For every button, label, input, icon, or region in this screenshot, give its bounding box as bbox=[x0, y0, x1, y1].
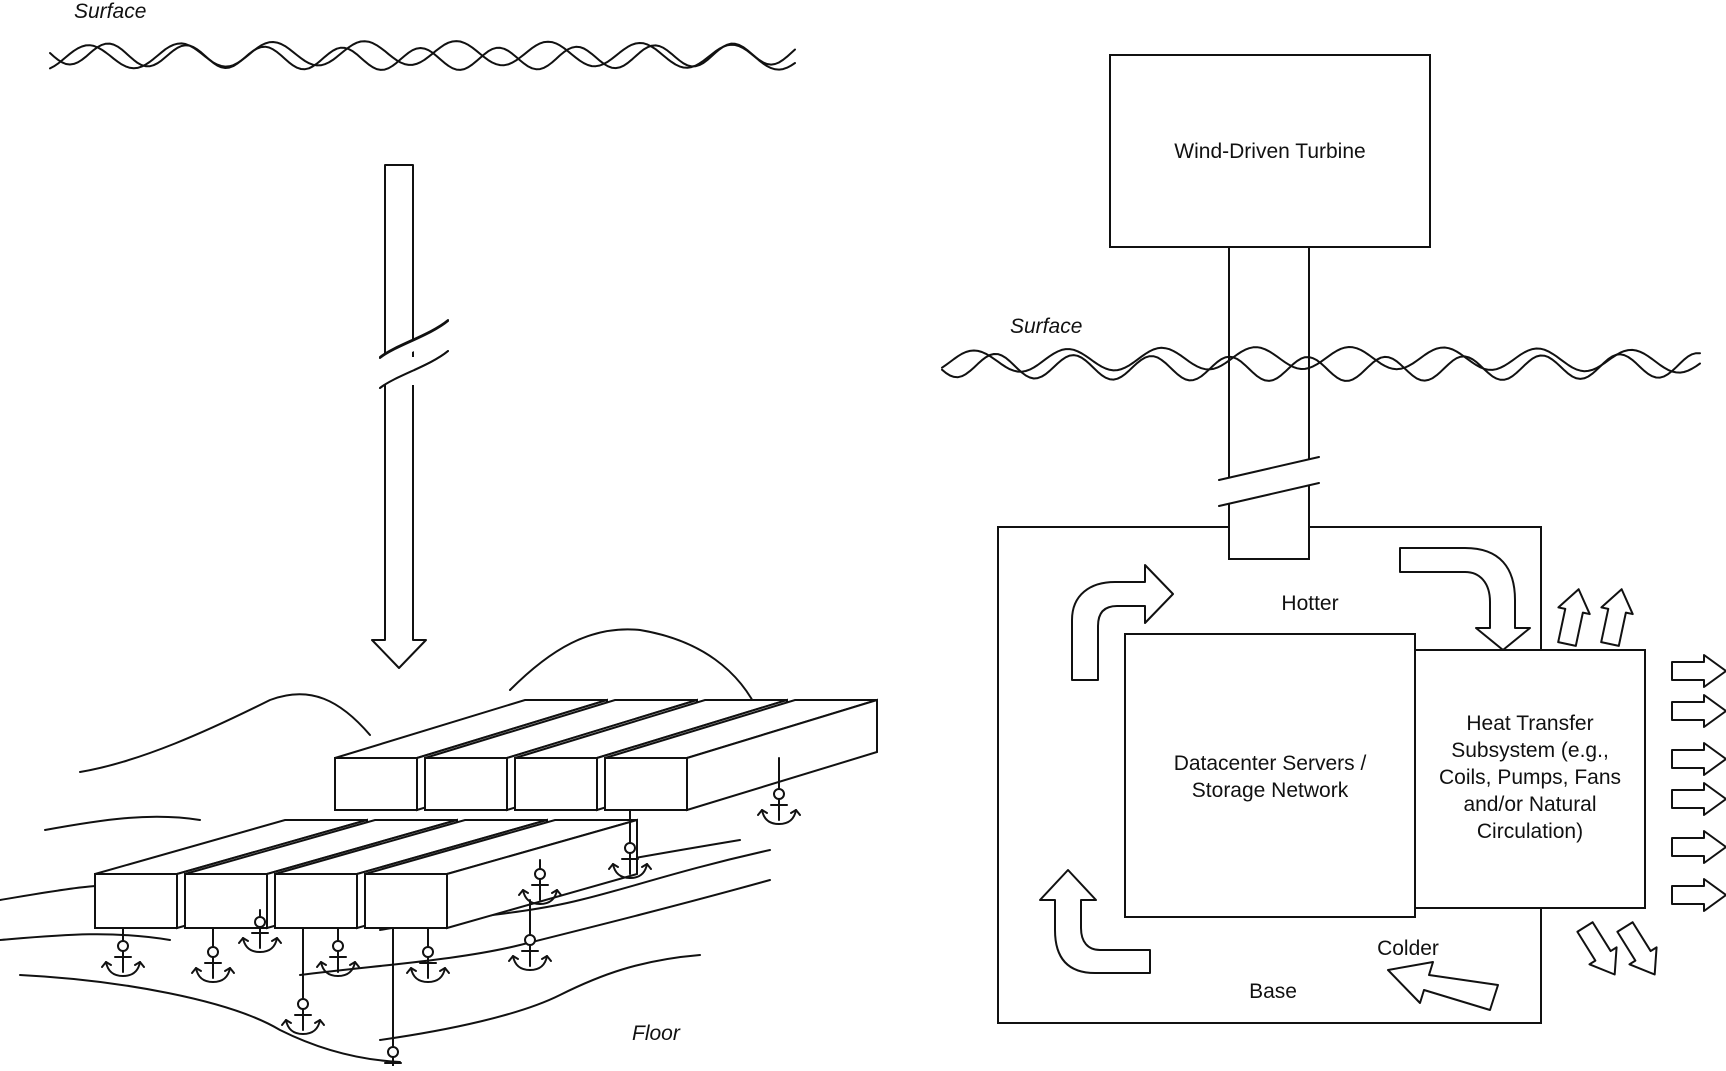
heat-arrow-right-1 bbox=[1671, 654, 1726, 688]
right-surface-label: Surface bbox=[1010, 315, 1082, 338]
flow-arrow-top-right bbox=[1399, 547, 1531, 651]
turbine-box bbox=[1109, 54, 1431, 248]
right-wave-line-1 bbox=[941, 352, 1701, 382]
turbine-tower bbox=[1218, 246, 1320, 560]
anchor-back-2 bbox=[608, 809, 652, 879]
left-panel-seafloor-array: Surface Floor bbox=[0, 0, 878, 1071]
descent-arrow bbox=[371, 164, 449, 669]
heat-transfer-line-5: Circulation) bbox=[1477, 820, 1583, 843]
servers-label-line-2: Storage Network bbox=[1192, 779, 1349, 802]
anchor-front-7 bbox=[508, 899, 552, 971]
right-wave-line-2 bbox=[941, 346, 1701, 374]
servers-label-line-1: Datacenter Servers / bbox=[1174, 752, 1367, 775]
anchor-front-5 bbox=[372, 927, 414, 1071]
datacenter-modules bbox=[94, 698, 878, 930]
anchor-front-4 bbox=[316, 927, 360, 977]
anchor-back-3 bbox=[518, 859, 562, 905]
heat-arrow-down-2 bbox=[1616, 921, 1658, 976]
left-wave-line-2 bbox=[49, 40, 796, 71]
turbine-label: Wind-Driven Turbine bbox=[1174, 140, 1365, 163]
left-floor-label: Floor bbox=[632, 1022, 681, 1045]
servers-box bbox=[1124, 633, 1416, 918]
heat-arrow-right-2 bbox=[1671, 694, 1726, 728]
heat-arrow-up-1 bbox=[1557, 588, 1591, 647]
colder-label: Colder bbox=[1377, 937, 1439, 960]
base-label: Base bbox=[1249, 980, 1297, 1003]
heat-arrow-right-4 bbox=[1671, 782, 1726, 816]
anchor-front-3 bbox=[281, 927, 325, 1035]
heat-arrow-right-3 bbox=[1671, 742, 1726, 776]
flow-arrow-top-left bbox=[1071, 564, 1174, 681]
right-panel-system-schematic: Wind-Driven Turbine Surface Datacenter S… bbox=[941, 54, 1726, 1024]
heat-transfer-line-1: Heat Transfer bbox=[1466, 712, 1593, 735]
heat-dissipation-arrows bbox=[1557, 588, 1726, 976]
anchor-front-2 bbox=[191, 927, 235, 983]
left-surface-label: Surface bbox=[74, 0, 146, 23]
hotter-label: Hotter bbox=[1281, 592, 1338, 615]
flow-arrow-bottom-left bbox=[1039, 869, 1151, 974]
left-wave-line-1 bbox=[49, 42, 796, 71]
heat-transfer-line-3: Coils, Pumps, Fans bbox=[1439, 766, 1621, 789]
anchor-front-1 bbox=[101, 927, 145, 977]
anchor-back-1 bbox=[757, 757, 801, 825]
heat-transfer-box bbox=[1414, 649, 1646, 909]
module-back-4 bbox=[604, 698, 878, 812]
heat-arrow-right-5 bbox=[1671, 830, 1726, 864]
flow-arrow-bottom bbox=[1387, 961, 1499, 1011]
anchor-back-4 bbox=[238, 909, 282, 953]
anchor-front-6 bbox=[406, 927, 450, 983]
right-surface-waves bbox=[941, 346, 1701, 382]
heat-transfer-line-4: and/or Natural bbox=[1463, 793, 1596, 816]
heat-transfer-line-2: Subsystem (e.g., bbox=[1451, 739, 1609, 762]
heat-arrow-up-2 bbox=[1600, 588, 1634, 647]
mooring-anchors bbox=[101, 757, 801, 1071]
heat-arrow-right-6 bbox=[1671, 878, 1726, 912]
circulation-arrows bbox=[1039, 547, 1531, 1011]
left-surface-waves bbox=[49, 40, 796, 71]
heat-arrow-down-1 bbox=[1576, 921, 1618, 976]
